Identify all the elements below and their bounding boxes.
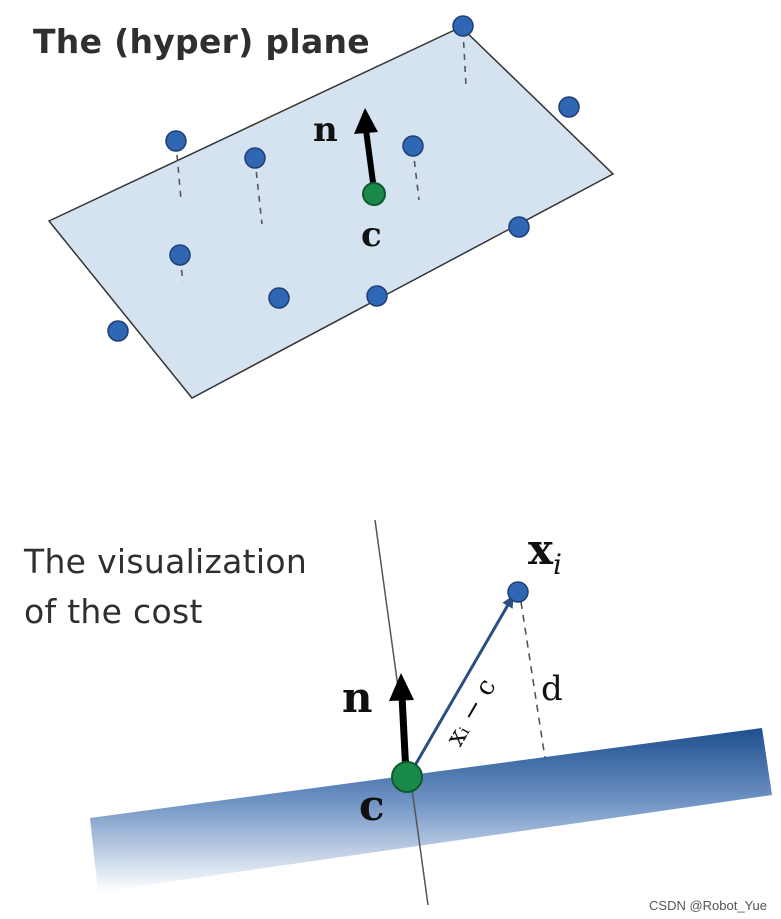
cost-caption-line-2: of the cost: [24, 592, 203, 631]
normal-vector: [398, 695, 410, 775]
centroid-label: c: [361, 215, 382, 255]
cost-caption: The visualization of the cost: [24, 537, 307, 637]
projection-line: [254, 159, 263, 225]
projection-line: [412, 148, 420, 201]
centroid-point: [362, 182, 386, 206]
cost-panel: d xᵢ − c xi n c: [90, 519, 772, 906]
normal-arrowhead: [354, 108, 378, 134]
data-point: [508, 216, 530, 238]
hyperplane: [47, 26, 615, 399]
data-point: [107, 320, 129, 342]
centroid-point: [391, 761, 423, 793]
watermark: CSDN @Robot_Yue: [649, 898, 767, 913]
data-point: [402, 135, 424, 157]
data-point: [366, 285, 388, 307]
normal-label: n: [342, 673, 373, 722]
point-xi-subscript: i: [553, 548, 562, 581]
distance-line: [520, 601, 546, 759]
data-point: [268, 287, 290, 309]
data-point: [558, 96, 580, 118]
data-points: [107, 15, 580, 342]
data-point: [169, 244, 191, 266]
difference-vector: [408, 595, 514, 775]
point-xi: [507, 581, 529, 603]
data-point: [452, 15, 474, 37]
plane-caption: The (hyper) plane: [33, 22, 370, 61]
cost-caption-line-1: The visualization: [24, 542, 308, 581]
difference-vector-label: xᵢ − c: [440, 673, 502, 751]
normal-vector: [363, 129, 377, 191]
projection-line: [462, 29, 467, 87]
data-point: [165, 130, 187, 152]
distance-label: d: [541, 669, 563, 709]
point-xi-label: xi: [528, 525, 562, 581]
point-xi-symbol: x: [528, 525, 554, 574]
normal-label: n: [313, 110, 338, 150]
hyperplane-panel: n c: [47, 15, 615, 399]
normal-arrowhead: [389, 673, 414, 701]
data-point: [244, 147, 266, 169]
projection-line: [175, 142, 182, 201]
centroid-label: c: [359, 781, 385, 830]
ground-plane: [90, 728, 772, 892]
